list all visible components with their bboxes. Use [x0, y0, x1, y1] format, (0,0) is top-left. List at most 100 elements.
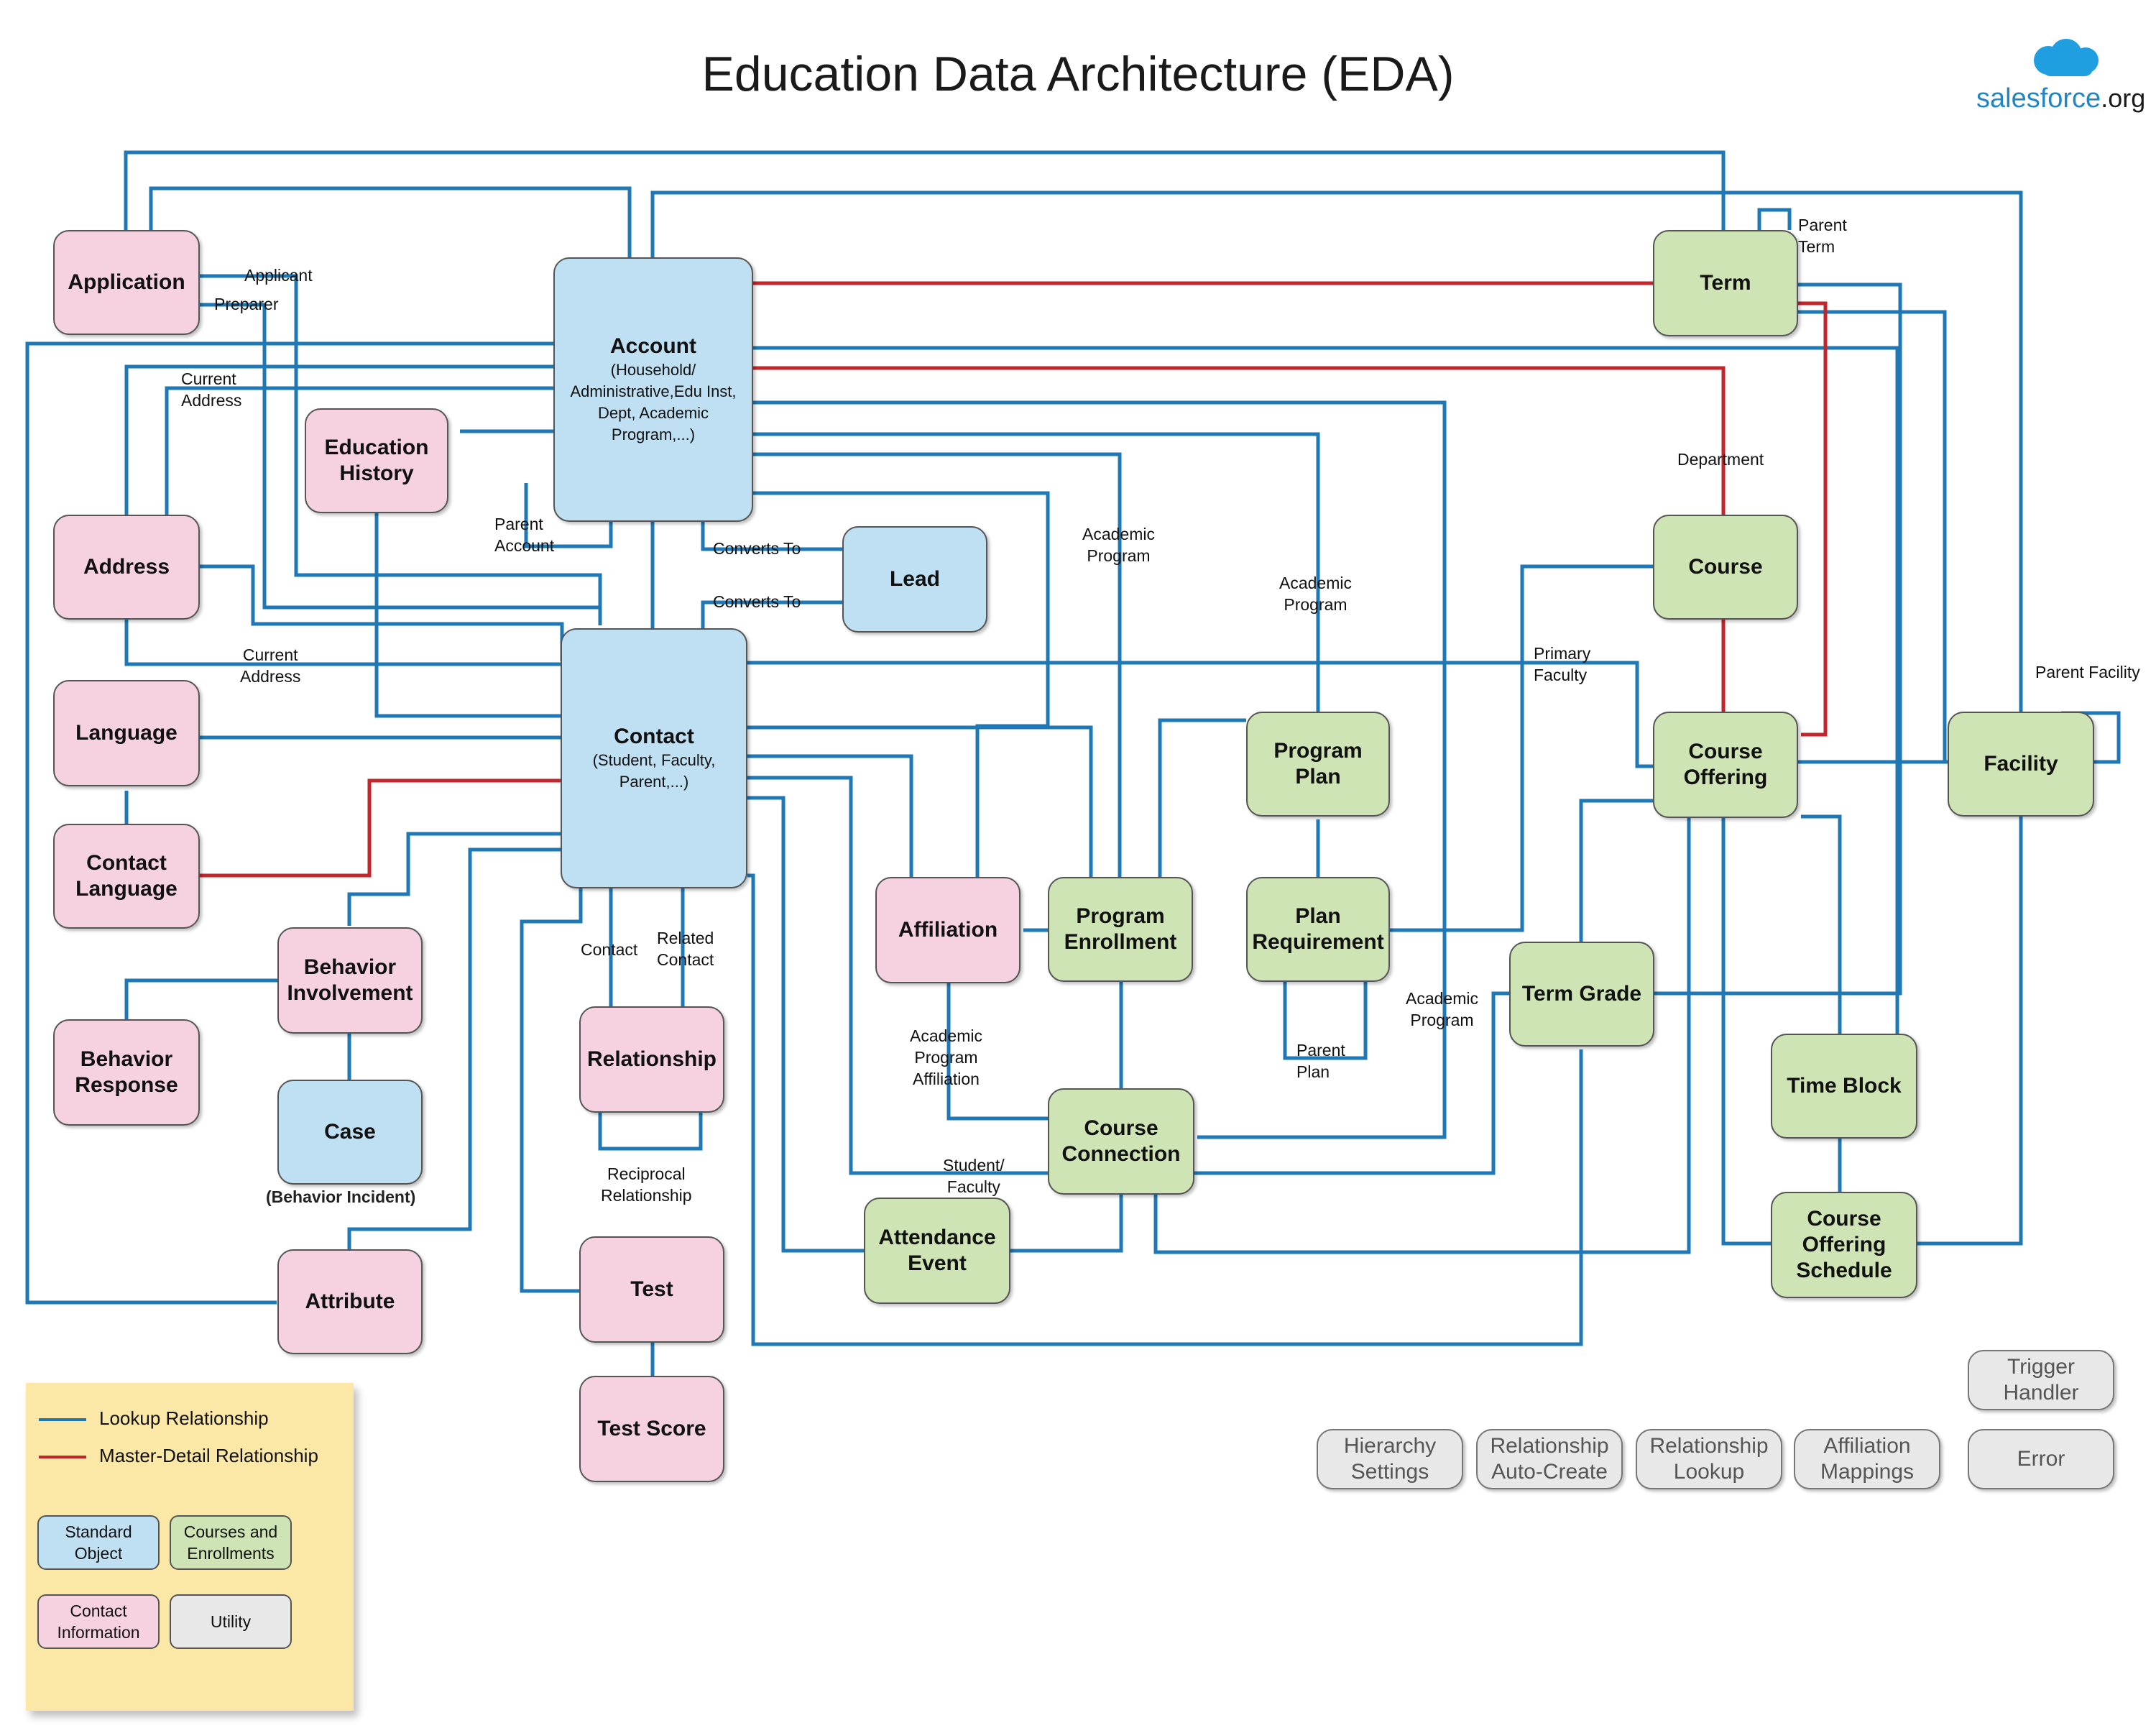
case-object[interactable]: Case — [277, 1080, 423, 1185]
legend-master-detail: Master-Detail Relationship — [39, 1445, 318, 1467]
contact-sub-2: Parent,...) — [619, 773, 689, 791]
program-enrollment-object[interactable]: Program Enrollment — [1048, 877, 1193, 982]
master-detail-swatch — [39, 1456, 86, 1459]
affiliation-label: Affiliation — [898, 918, 998, 942]
term-grade-label: Term Grade — [1521, 982, 1642, 1006]
affiliation-object[interactable]: Affiliation — [875, 877, 1021, 983]
language-object[interactable]: Language — [53, 680, 200, 786]
label-contact: Contact — [581, 940, 638, 959]
program-plan-object[interactable]: Program Plan — [1246, 712, 1390, 817]
plan-requirement-label-1: Plan — [1295, 904, 1341, 928]
address-object[interactable]: Address — [53, 515, 200, 620]
course-offering-schedule-object[interactable]: Course Offering Schedule — [1771, 1192, 1917, 1298]
lookup-line — [149, 186, 632, 257]
test-label: Test — [630, 1277, 673, 1301]
salesforce-logo: salesforce.org — [1955, 39, 2156, 118]
lookup-line — [747, 661, 1653, 768]
behavior-involvement-object[interactable]: Behavior Involvement — [277, 927, 423, 1034]
contact-object[interactable]: Contact (Student, Faculty, Parent,...) — [561, 628, 747, 888]
attribute-object[interactable]: Attribute — [277, 1249, 423, 1354]
time-block-object[interactable]: Time Block — [1771, 1034, 1917, 1139]
lookup-line — [650, 190, 2023, 712]
contact-language-object[interactable]: Contact Language — [53, 824, 200, 929]
attendance-event-object[interactable]: Attendance Event — [864, 1198, 1010, 1304]
lookup-line — [1916, 817, 2023, 1246]
lookup-line — [1158, 718, 1246, 877]
behavior-response-label-1: Behavior — [80, 1047, 173, 1071]
course-connection-object[interactable]: Course Connection — [1048, 1088, 1194, 1195]
error-utility[interactable]: Error — [1968, 1429, 2114, 1489]
lookup-line — [124, 978, 279, 1019]
lookup-line — [1721, 817, 1772, 1246]
account-object[interactable]: Account (Household/ Administrative,Edu I… — [553, 257, 753, 522]
relationship-lookup-utility[interactable]: Relationship Lookup — [1636, 1429, 1782, 1489]
attendance-event-label-2: Event — [908, 1251, 967, 1275]
address-label: Address — [83, 555, 170, 579]
application-object[interactable]: Application — [53, 230, 200, 335]
account-sub-1: (Household/ — [610, 361, 696, 379]
legend-lookup: Lookup Relationship — [39, 1407, 269, 1430]
contact-sub-1: (Student, Faculty, — [592, 751, 716, 769]
account-label: Account — [610, 334, 696, 358]
label-academic-program-affiliation: Academic Program Affiliation — [910, 1026, 982, 1088]
facility-object[interactable]: Facility — [1948, 712, 2094, 817]
hierarchy-settings-label-1: Hierarchy — [1343, 1434, 1437, 1458]
lookup-line — [374, 513, 562, 718]
facility-label: Facility — [1984, 752, 2058, 776]
time-block-label: Time Block — [1787, 1074, 1902, 1098]
lookup-swatch — [39, 1418, 86, 1422]
legend-lookup-label: Lookup Relationship — [99, 1407, 269, 1429]
trigger-handler-utility[interactable]: Trigger Handler — [1968, 1350, 2114, 1410]
label-converts-to-2: Converts To — [713, 592, 801, 611]
label-academic-program-2: Academic Program — [1279, 574, 1352, 614]
course-object[interactable]: Course — [1653, 515, 1798, 620]
lookup-line — [1757, 208, 1792, 230]
relationship-auto-create-label-1: Relationship — [1490, 1434, 1609, 1458]
plan-requirement-object[interactable]: Plan Requirement — [1246, 877, 1390, 982]
course-offering-object[interactable]: Course Offering — [1653, 712, 1798, 818]
test-object[interactable]: Test — [579, 1236, 724, 1343]
lookup-line — [25, 341, 553, 1305]
label-current-address-1: Current Address — [181, 369, 242, 410]
relationship-auto-create-utility[interactable]: Relationship Auto-Create — [1476, 1429, 1623, 1489]
label-preparer: Preparer — [214, 295, 279, 313]
education-history-label-2: History — [339, 461, 414, 485]
relationship-lookup-label-1: Relationship — [1649, 1434, 1769, 1458]
program-plan-label-2: Plan — [1295, 765, 1341, 789]
lookup-line — [1579, 799, 1653, 943]
label-student-faculty: Student/ Faculty — [943, 1156, 1005, 1196]
hierarchy-settings-utility[interactable]: Hierarchy Settings — [1317, 1429, 1463, 1489]
course-offering-label-2: Offering — [1683, 766, 1768, 789]
lookup-line — [1283, 982, 1368, 1060]
relationship-object[interactable]: Relationship — [579, 1006, 724, 1113]
label-reciprocal-relationship: Reciprocal Relationship — [601, 1164, 692, 1205]
test-score-object[interactable]: Test Score — [579, 1376, 724, 1482]
course-offering-schedule-label-3: Schedule — [1796, 1259, 1892, 1282]
relationship-auto-create-label-2: Auto-Create — [1491, 1460, 1608, 1484]
plan-requirement-label-2: Requirement — [1252, 930, 1384, 954]
course-label: Course — [1688, 555, 1763, 579]
program-plan-label-1: Program — [1273, 739, 1363, 763]
lookup-line — [347, 832, 562, 926]
affiliation-mappings-utility[interactable]: Affiliation Mappings — [1794, 1429, 1940, 1489]
lookup-line — [1798, 310, 1947, 762]
legend-utility: Utility — [170, 1594, 292, 1649]
lead-object[interactable]: Lead — [842, 526, 987, 633]
term-object[interactable]: Term — [1653, 230, 1798, 336]
legend-standard-object: Standard Object — [37, 1515, 160, 1570]
lookup-line — [1010, 1195, 1123, 1253]
application-label: Application — [68, 270, 185, 294]
education-history-object[interactable]: Education History — [305, 408, 448, 513]
legend-courses-and-enrollments: Courses and Enrollments — [170, 1515, 292, 1570]
lookup-line — [165, 386, 553, 516]
test-score-label: Test Score — [597, 1417, 706, 1440]
lookup-line — [598, 1111, 703, 1151]
lookup-line — [747, 873, 1583, 1346]
contact-language-label-1: Contact — [86, 851, 167, 875]
account-sub-2: Administrative,Edu Inst, — [570, 382, 737, 400]
behavior-involvement-label-1: Behavior — [303, 955, 397, 979]
program-enrollment-label-1: Program — [1076, 904, 1165, 928]
term-grade-object[interactable]: Term Grade — [1509, 942, 1654, 1047]
legend-master-detail-label: Master-Detail Relationship — [99, 1445, 318, 1466]
behavior-response-object[interactable]: Behavior Response — [53, 1019, 200, 1126]
